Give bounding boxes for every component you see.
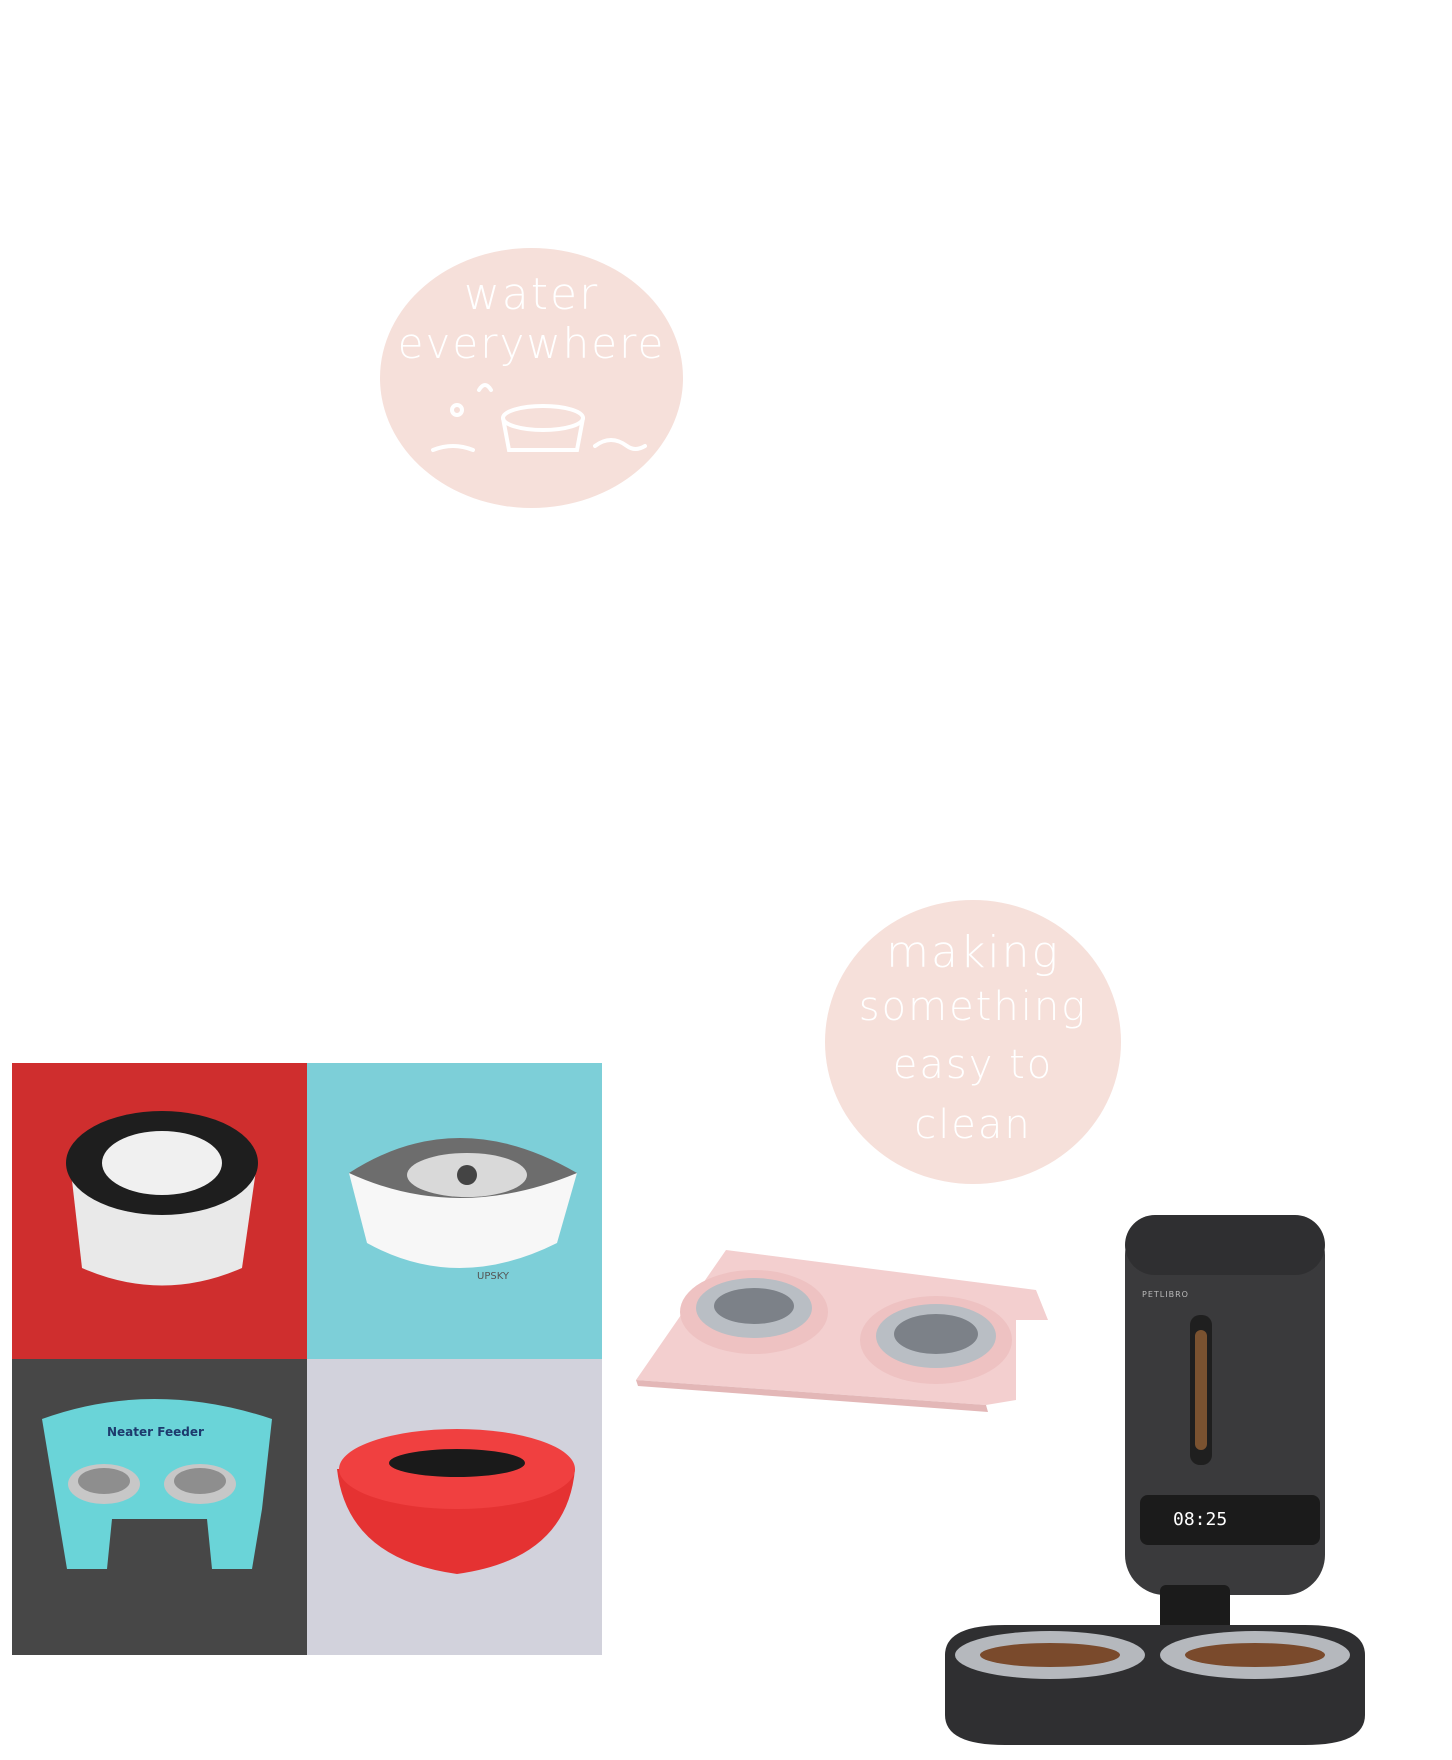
pink-double-bowl-tray-icon <box>636 1250 1048 1412</box>
petlibro-brand-label: PETLIBRO <box>1142 1290 1189 1299</box>
spilled-bowl-sketch-icon <box>431 383 647 452</box>
black-rim-bowl-icon <box>66 1111 258 1286</box>
clean-bubble-line4: clean <box>914 1102 1032 1148</box>
raised-double-feeder-icon <box>42 1399 272 1569</box>
grid-cell-red <box>12 1063 307 1359</box>
water-everywhere-bubble <box>380 248 683 508</box>
grid-cell-lavender <box>307 1359 602 1655</box>
bowl-product-grid: UPSKY Neater Feeder <box>12 1063 602 1655</box>
white-square-bowl-icon <box>349 1138 577 1268</box>
feeder-clock-display: 08:25 <box>1173 1509 1228 1530</box>
upsky-brand-label: UPSKY <box>477 1271 510 1282</box>
water-bubble-line2: everywhere <box>397 319 666 368</box>
easy-to-clean-bubble <box>825 900 1121 1184</box>
automatic-pet-feeder-icon <box>945 1215 1365 1745</box>
grid-cell-charcoal: Neater Feeder <box>12 1359 307 1655</box>
red-splash-bowl-icon <box>337 1429 575 1574</box>
neater-feeder-brand-label: Neater Feeder <box>107 1425 204 1439</box>
clean-bubble-line2: something <box>858 984 1088 1030</box>
grid-cell-cyan: UPSKY <box>307 1063 602 1359</box>
clean-bubble-line1: making <box>886 927 1060 978</box>
water-bubble-line1: water <box>463 269 600 320</box>
clean-bubble-line3: easy to <box>892 1042 1054 1088</box>
